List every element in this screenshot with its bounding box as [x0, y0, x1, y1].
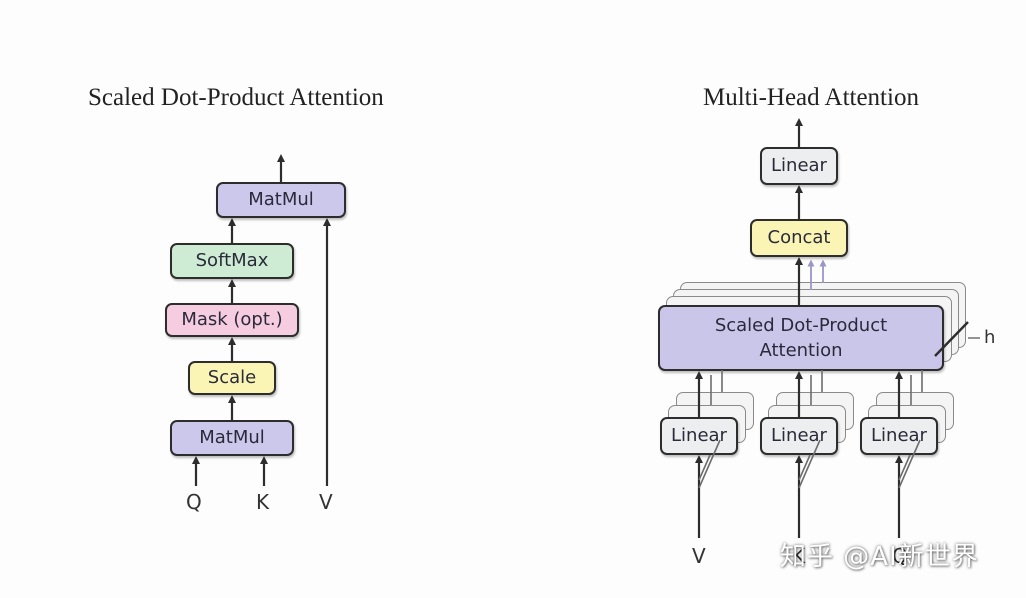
- input-k-label: K: [256, 490, 270, 514]
- mask-box: Mask (opt.): [165, 303, 299, 337]
- input-v-right-label: V: [692, 544, 706, 568]
- attention-line-1: Scaled Dot-Product: [714, 314, 888, 336]
- input-q-label: Q: [186, 490, 202, 514]
- attention-box: Scaled Dot-Product Attention: [658, 305, 944, 371]
- scaled-dot-product-title: Scaled Dot-Product Attention: [88, 84, 384, 111]
- multi-head-title: Multi-Head Attention: [703, 84, 919, 111]
- linear-k-box: Linear: [760, 417, 838, 455]
- fan-k: [798, 439, 821, 489]
- linear-q-box: Linear: [860, 417, 938, 455]
- linear-top-box: Linear: [760, 147, 838, 185]
- scale-box: Scale: [188, 361, 276, 395]
- input-k-right-label: K: [792, 544, 806, 568]
- matmul-bottom-box: MatMul: [170, 420, 294, 456]
- concat-box: Concat: [750, 219, 848, 257]
- attention-line-2: Attention: [759, 340, 843, 361]
- input-q-right-label: Q: [892, 544, 908, 568]
- heads-bracket: [934, 321, 969, 357]
- fan-q: [898, 439, 921, 489]
- softmax-box: SoftMax: [170, 243, 294, 279]
- fan-v: [698, 439, 721, 489]
- heads-label: h: [984, 327, 996, 348]
- input-v-label: V: [319, 490, 333, 514]
- matmul-top-box: MatMul: [216, 182, 346, 218]
- linear-v-box: Linear: [660, 417, 738, 455]
- watermark: 知乎 @AI新世界: [780, 542, 979, 572]
